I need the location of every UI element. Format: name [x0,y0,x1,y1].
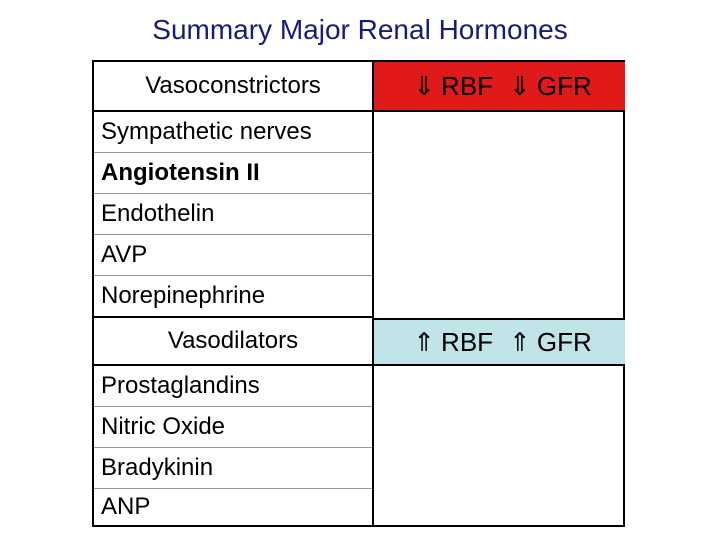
rbf-increase-label: RBF [441,326,494,357]
vasoconstrictor-item-avp: AVP [94,235,372,276]
gfr-decrease-label: GFR [536,70,592,101]
double-arrow-down-icon: ⇓ [413,70,436,101]
rbf-decrease-label: RBF [441,70,494,101]
gfr-increase-label: GFR [536,326,592,357]
vasoconstrictor-item-angiotensin-ii: Angiotensin II [94,153,372,194]
vasoconstrictor-item-endothelin: Endothelin [94,194,372,235]
vasoconstrictor-item-norepinephrine: Norepinephrine [94,276,372,318]
vasodilator-item-anp: ANP [101,493,151,520]
double-arrow-down-icon: ⇓ [509,70,531,101]
vasodilator-effect-band: ⇑ RBF ⇑ GFR [374,318,625,366]
vasodilators-header: Vasodilators [94,318,372,366]
slide-title: Summary Major Renal Hormones [152,14,568,45]
double-arrow-up-icon: ⇑ [413,326,436,357]
vasodilator-item-bradykinin: Bradykinin [94,448,372,489]
vasoconstrictor-item-sympathetic-nerves: Sympathetic nerves [94,112,372,153]
vasoconstrictors-header: Vasoconstrictors [94,62,372,112]
vasodilator-item-prostaglandins: Prostaglandins [94,366,372,407]
double-arrow-up-icon: ⇑ [509,326,531,357]
hormone-table: Vasoconstrictors Sympathetic nerves Angi… [92,60,625,527]
hormone-name-column: Vasoconstrictors Sympathetic nerves Angi… [94,62,374,525]
vasoconstrictor-effect-band: ⇓ RBF ⇓ GFR [374,62,625,112]
vasodilator-item-nitric-oxide: Nitric Oxide [94,407,372,448]
